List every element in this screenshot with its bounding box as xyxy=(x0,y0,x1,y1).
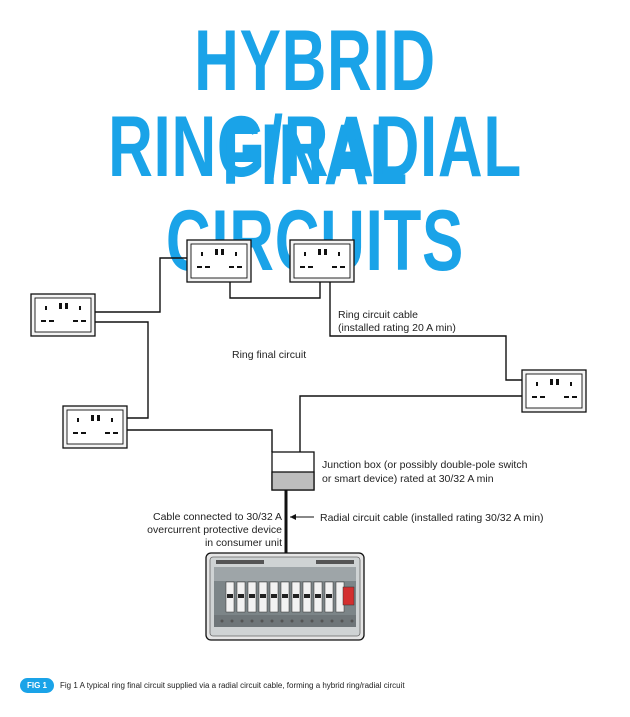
socket-left-lower xyxy=(62,405,128,449)
ring-segment-a xyxy=(229,282,321,299)
figure-caption: FIG 1 Fig 1 A typical ring final circuit… xyxy=(20,678,405,693)
ring-segment-e xyxy=(127,429,273,452)
ring-segment-c xyxy=(95,321,149,419)
caption-text: Fig 1 A typical ring final circuit suppl… xyxy=(60,681,405,690)
label-junction-1: Junction box (or possibly double-pole sw… xyxy=(322,459,528,471)
junction-box xyxy=(271,451,315,491)
title-line-1: HYBRID RING/RADIAL xyxy=(108,13,522,195)
fig-tag-badge: FIG 1 xyxy=(20,678,55,693)
consumer-unit xyxy=(205,552,365,641)
label-radial-cable: Radial circuit cable (installed rating 3… xyxy=(320,512,544,524)
label-ring-final: Ring final circuit xyxy=(232,349,306,361)
ring-wiring xyxy=(95,257,522,452)
socket-right xyxy=(521,369,587,413)
socket-top-right xyxy=(289,239,355,283)
socket-top-left xyxy=(186,239,252,283)
ring-segment-f xyxy=(299,395,522,452)
label-ring-cable-1: Ring circuit cable xyxy=(338,309,418,321)
radial-label-arrow xyxy=(290,514,296,520)
ring-segment-d xyxy=(329,282,522,381)
socket-left-upper xyxy=(30,293,96,337)
label-cable-conn-3: in consumer unit xyxy=(205,537,282,549)
label-junction-2: or smart device) rated at 30/32 A min xyxy=(322,473,494,485)
ring-segment-b xyxy=(95,257,187,313)
label-cable-conn-1: Cable connected to 30/32 A xyxy=(153,511,282,523)
label-cable-conn-2: overcurrent protective device xyxy=(147,524,282,536)
label-ring-cable-2: (installed rating 20 A min) xyxy=(338,322,456,334)
